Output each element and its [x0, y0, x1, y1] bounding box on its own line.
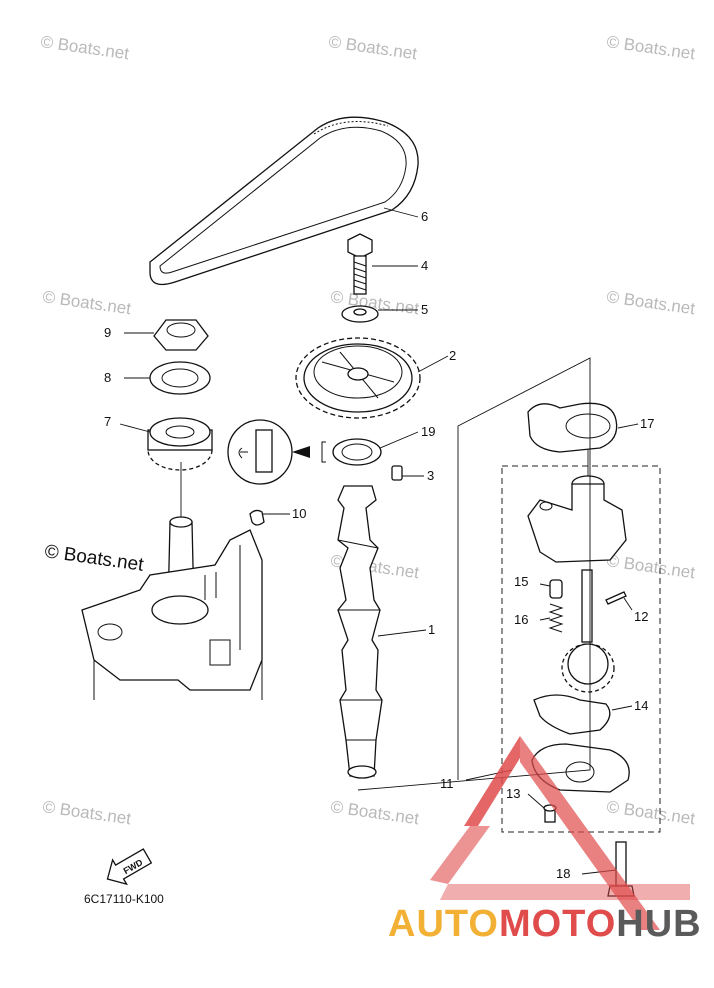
part-6-timing-belt: [149, 116, 419, 286]
callout-1: 1: [428, 622, 435, 637]
fwd-arrow-icon: FWD: [106, 848, 153, 886]
callout-17: 17: [640, 416, 654, 431]
part-9-nut: [153, 319, 209, 351]
watermark: © Boats.net: [327, 32, 418, 63]
watermark: © Boats.net: [605, 32, 696, 63]
watermark: © Boats.net: [41, 287, 132, 318]
automotohub-logo: AUTOMOTOHUB: [388, 736, 702, 945]
callout-9: 9: [104, 325, 111, 340]
part-10-key: [249, 509, 265, 526]
part-14-o-ring: [533, 694, 611, 735]
watermark-large: © Boats.net: [43, 541, 145, 576]
part-code: 6C17110-K100: [84, 892, 164, 906]
callout-5: 5: [421, 302, 428, 317]
part-16-spring: [548, 603, 564, 633]
oil-pump-rotor: [561, 643, 615, 693]
callout-10: 10: [292, 506, 306, 521]
callout-13: 13: [506, 786, 520, 801]
callout-8: 8: [104, 370, 111, 385]
watermark: © Boats.net: [605, 287, 696, 318]
part-5-washer: [341, 305, 379, 323]
logo-auto-text: AUTOMOTOHUB: [388, 903, 702, 945]
callout-6: 6: [421, 209, 428, 224]
part-1-camshaft: [337, 485, 383, 779]
watermark: © Boats.net: [39, 32, 130, 63]
part-12-pin: [605, 591, 627, 605]
assembly-guide-line: [357, 357, 591, 791]
seal-detail-inset: [227, 419, 326, 485]
part-8-plate: [149, 361, 211, 395]
watermark: © Boats.net: [605, 551, 696, 582]
oil-pump-shaft: [581, 569, 593, 643]
part-17-gasket: [527, 402, 618, 453]
callout-3: 3: [427, 468, 434, 483]
callout-11: 11: [440, 776, 454, 791]
callout-14: 14: [634, 698, 648, 713]
part-3-dowel-pin: [391, 465, 403, 481]
part-2-cam-pulley: [295, 337, 421, 419]
crankcase: [81, 462, 263, 700]
callout-19: 19: [421, 424, 435, 439]
callout-4: 4: [421, 258, 428, 273]
part-4-bolt: [347, 233, 373, 295]
callout-labels: 6 4 5 2 19 3 1 9 8 7 10 17 15 16 12 14 1…: [104, 209, 654, 881]
watermark: © Boats.net: [329, 797, 420, 828]
part-7-crank-sprocket: [147, 417, 213, 471]
callout-12: 12: [634, 609, 648, 624]
part-19-oil-seal: [332, 438, 382, 466]
callout-7: 7: [104, 414, 111, 429]
callout-2: 2: [449, 348, 456, 363]
watermark: © Boats.net: [605, 797, 696, 828]
callout-16: 16: [514, 612, 528, 627]
part-15-plunger: [549, 579, 563, 599]
watermark: © Boats.net: [41, 797, 132, 828]
callout-18: 18: [556, 866, 570, 881]
oil-pump-body: [527, 450, 627, 563]
callout-15: 15: [514, 574, 528, 589]
